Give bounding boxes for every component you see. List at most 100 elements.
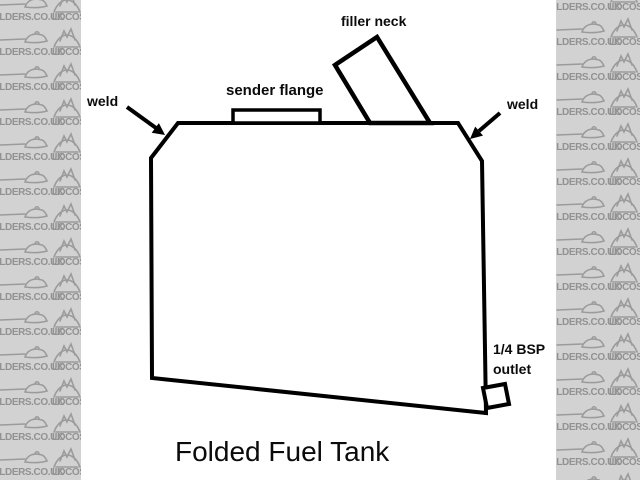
locost-logo-icons <box>610 226 638 248</box>
locost-logo-icons <box>0 241 49 254</box>
arch-logo-icon <box>610 296 638 318</box>
watermark-row: LOCOSTBUILDERS.CO.UK LOCOSTBUILDERS.CO.U… <box>556 329 640 364</box>
locost-logo-icons <box>0 416 49 429</box>
watermark-text: LOCOSTBUILDERS.CO.UK <box>0 117 64 128</box>
locost-logo-icons <box>610 121 638 143</box>
arch-logo-icon <box>53 271 81 293</box>
watermark-tile: LOCOSTBUILDERS.CO.UK <box>556 189 621 224</box>
watermark-text: LOCOSTBUILDERS.CO.UK <box>52 187 81 198</box>
watermark-text: LOCOSTBUILDERS.CO.UK <box>52 12 81 23</box>
watermark-tile: LOCOSTBUILDERS.CO.UK <box>0 444 64 479</box>
watermark-text: LOCOSTBUILDERS.CO.UK <box>52 292 81 303</box>
car-logo-icon <box>0 311 49 324</box>
locost-logo-icons <box>0 136 49 149</box>
watermark-tile: LOCOSTBUILDERS.CO.UK <box>0 339 64 374</box>
watermark-text: LOCOSTBUILDERS.CO.UK <box>0 152 64 163</box>
watermark-row: LOCOSTBUILDERS.CO.UK LOCOSTBUILDERS.CO.U… <box>556 294 640 329</box>
watermark-row: LOCOSTBUILDERS.CO.UK LOCOSTBUILDERS.CO.U… <box>0 339 81 374</box>
arch-logo-icon <box>53 236 81 258</box>
watermark-text: LOCOSTBUILDERS.CO.UK <box>556 212 621 223</box>
watermark-row: LOCOSTBUILDERS.CO.UK LOCOSTBUILDERS.CO.U… <box>556 119 640 154</box>
locost-logo-icons <box>610 0 638 3</box>
watermark-row: LOCOSTBUILDERS.CO.UK LOCOSTBUILDERS.CO.U… <box>556 49 640 84</box>
locost-logo-icons <box>0 311 49 324</box>
watermark-tile: LOCOSTBUILDERS.CO.UK <box>609 469 640 480</box>
watermark-text: LOCOSTBUILDERS.CO.UK <box>556 317 621 328</box>
watermark-text: LOCOSTBUILDERS.CO.UK <box>52 82 81 93</box>
watermark-text: LOCOSTBUILDERS.CO.UK <box>609 247 640 258</box>
locost-logo-icons <box>556 266 606 279</box>
locost-logo-icons <box>53 236 81 258</box>
locost-logo-icons <box>556 301 606 314</box>
watermark-tile: LOCOSTBUILDERS.CO.UK <box>52 0 81 24</box>
watermark-tile: LOCOSTBUILDERS.CO.UK <box>556 259 621 294</box>
watermark-row: LOCOSTBUILDERS.CO.UK LOCOSTBUILDERS.CO.U… <box>0 0 81 24</box>
locost-logo-icons <box>556 56 606 69</box>
arch-logo-icon <box>610 0 638 3</box>
watermark-tile: LOCOSTBUILDERS.CO.UK <box>52 199 81 234</box>
watermark-row: LOCOSTBUILDERS.CO.UK LOCOSTBUILDERS.CO.U… <box>0 129 81 164</box>
watermark-text: LOCOSTBUILDERS.CO.UK <box>52 222 81 233</box>
locost-logo-icons <box>53 131 81 153</box>
watermark-tile: LOCOSTBUILDERS.CO.UK <box>52 374 81 409</box>
watermark-text: LOCOSTBUILDERS.CO.UK <box>609 212 640 223</box>
watermark-text: LOCOSTBUILDERS.CO.UK <box>0 187 64 198</box>
car-logo-icon <box>0 171 49 184</box>
arch-logo-icon <box>610 191 638 213</box>
watermark-row: LOCOSTBUILDERS.CO.UK LOCOSTBUILDERS.CO.U… <box>556 154 640 189</box>
car-logo-icon <box>556 231 606 244</box>
locost-logo-icons <box>53 201 81 223</box>
watermark-tile: LOCOSTBUILDERS.CO.UK <box>556 224 621 259</box>
locost-logo-icons <box>53 271 81 293</box>
arch-logo-icon <box>610 51 638 73</box>
label-outlet-line2: outlet <box>493 361 532 377</box>
car-logo-icon <box>556 196 606 209</box>
car-logo-icon <box>0 451 49 464</box>
arch-logo-icon <box>610 261 638 283</box>
locost-logo-icons <box>53 0 81 13</box>
locost-logo-icons <box>556 406 606 419</box>
arch-logo-icon <box>610 366 638 388</box>
watermark-tile: LOCOSTBUILDERS.CO.UK <box>609 119 640 154</box>
arch-logo-icon <box>610 331 638 353</box>
watermark-row: LOCOSTBUILDERS.CO.UK LOCOSTBUILDERS.CO.U… <box>556 0 640 14</box>
watermark-strip-left: LOCOSTBUILDERS.CO.UK LOCOSTBUILDERS.CO.U… <box>0 0 81 480</box>
watermark-tile: LOCOSTBUILDERS.CO.UK <box>609 364 640 399</box>
watermark-text: LOCOSTBUILDERS.CO.UK <box>52 397 81 408</box>
locost-logo-icons <box>53 341 81 363</box>
watermark-text: LOCOSTBUILDERS.CO.UK <box>556 247 621 258</box>
watermark-text: LOCOSTBUILDERS.CO.UK <box>0 397 64 408</box>
car-logo-icon <box>556 441 606 454</box>
sender-flange-shape <box>231 108 322 125</box>
locost-logo-icons <box>53 96 81 118</box>
watermark-tile: LOCOSTBUILDERS.CO.UK <box>609 224 640 259</box>
arch-logo-icon <box>610 86 638 108</box>
watermark-text: LOCOSTBUILDERS.CO.UK <box>609 387 640 398</box>
car-logo-icon <box>556 56 606 69</box>
watermark-text: LOCOSTBUILDERS.CO.UK <box>556 37 621 48</box>
weld-arrow-right-icon <box>470 111 502 139</box>
watermark-text: LOCOSTBUILDERS.CO.UK <box>609 2 640 13</box>
watermark-text: LOCOSTBUILDERS.CO.UK <box>609 317 640 328</box>
watermark-tile: LOCOSTBUILDERS.CO.UK <box>52 129 81 164</box>
watermark-text: LOCOSTBUILDERS.CO.UK <box>52 152 81 163</box>
watermark-row: LOCOSTBUILDERS.CO.UK LOCOSTBUILDERS.CO.U… <box>556 84 640 119</box>
locost-logo-icons <box>53 411 81 433</box>
watermark-tile: LOCOSTBUILDERS.CO.UK <box>0 374 64 409</box>
watermark-tile: LOCOSTBUILDERS.CO.UK <box>0 59 64 94</box>
arch-logo-icon <box>53 376 81 398</box>
locost-logo-icons <box>556 231 606 244</box>
watermark-tile: LOCOSTBUILDERS.CO.UK <box>0 24 64 59</box>
watermark-text: LOCOSTBUILDERS.CO.UK <box>609 142 640 153</box>
watermark-tile: LOCOSTBUILDERS.CO.UK <box>609 49 640 84</box>
watermark-text: LOCOSTBUILDERS.CO.UK <box>609 72 640 83</box>
watermark-row: LOCOSTBUILDERS.CO.UK LOCOSTBUILDERS.CO.U… <box>0 199 81 234</box>
watermark-tile: LOCOSTBUILDERS.CO.UK <box>556 154 621 189</box>
watermark-strip-right: LOCOSTBUILDERS.CO.UK LOCOSTBUILDERS.CO.U… <box>556 0 640 480</box>
car-logo-icon <box>0 136 49 149</box>
watermark-text: LOCOSTBUILDERS.CO.UK <box>52 327 81 338</box>
locost-logo-icons <box>0 171 49 184</box>
watermark-tile: LOCOSTBUILDERS.CO.UK <box>52 94 81 129</box>
watermark-row: LOCOSTBUILDERS.CO.UK LOCOSTBUILDERS.CO.U… <box>0 94 81 129</box>
